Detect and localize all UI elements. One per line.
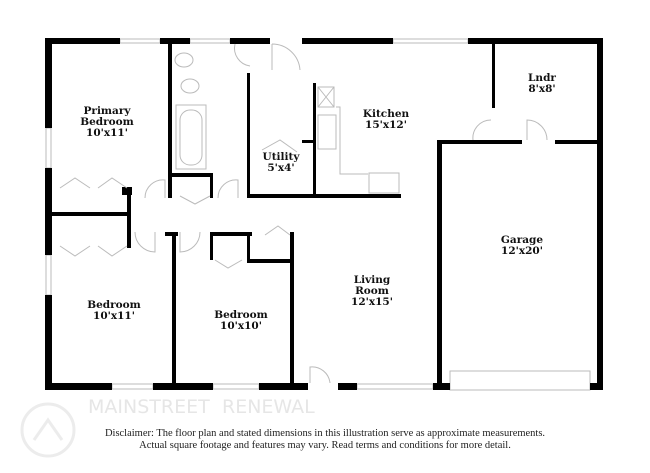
room-size: 10'x11' — [86, 127, 128, 139]
disclaimer-line2: Actual square footage and features may v… — [139, 440, 511, 451]
disclaimer-line1: Disclaimer: The floor plan and stated di… — [104, 428, 546, 439]
room-name: Bedroom — [80, 116, 134, 128]
front-top-door — [271, 43, 301, 71]
watermark-line1: MAINSTREET — [88, 396, 210, 418]
room-size: 12'x15' — [351, 296, 393, 308]
watermark-logo: MAINSTREET RENEWAL — [20, 396, 315, 458]
room-name: Primary — [84, 105, 132, 117]
disclaimer: Disclaimer: The floor plan and stated di… — [0, 428, 650, 452]
garage-door — [449, 370, 591, 391]
walls — [45, 38, 603, 390]
room-name: Living — [354, 274, 391, 286]
room-name: Room — [355, 285, 389, 297]
doors-fixtures — [59, 43, 548, 384]
watermark-line2: RENEWAL — [222, 396, 315, 418]
